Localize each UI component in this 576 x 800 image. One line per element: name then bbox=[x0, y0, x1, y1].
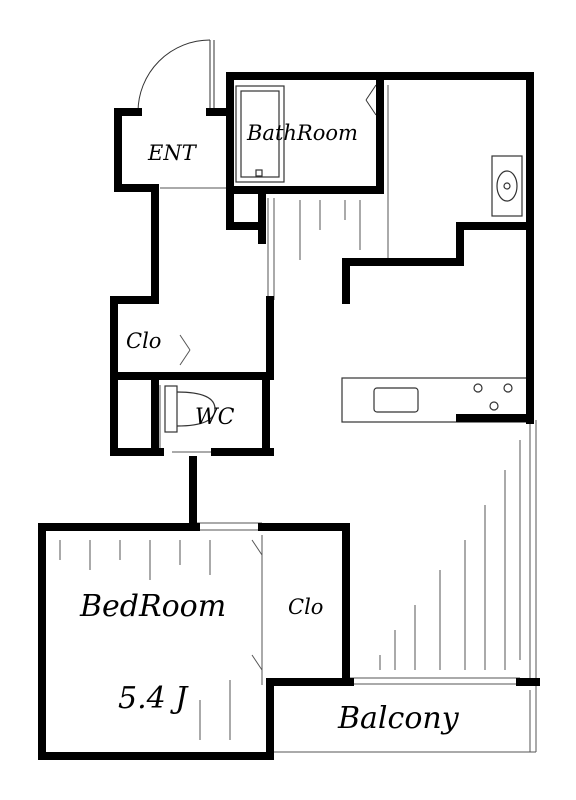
walls bbox=[38, 72, 540, 760]
bathtub bbox=[235, 85, 285, 183]
label-bedroom: BedRoom bbox=[79, 589, 226, 624]
washbasin bbox=[491, 155, 523, 217]
toilet bbox=[164, 385, 216, 433]
label-closet-bedroom: Clo bbox=[288, 595, 323, 619]
label-balcony: Balcony bbox=[337, 701, 460, 736]
label-bedroom-size: 5.4 J bbox=[118, 681, 189, 716]
label-entrance: ENT bbox=[147, 141, 198, 165]
entry-door bbox=[137, 39, 215, 113]
label-wc: WC bbox=[195, 405, 235, 430]
label-closet-hall: Clo bbox=[126, 329, 161, 353]
label-bathroom: BathRoom bbox=[246, 121, 358, 145]
bathroom-door bbox=[365, 84, 377, 116]
